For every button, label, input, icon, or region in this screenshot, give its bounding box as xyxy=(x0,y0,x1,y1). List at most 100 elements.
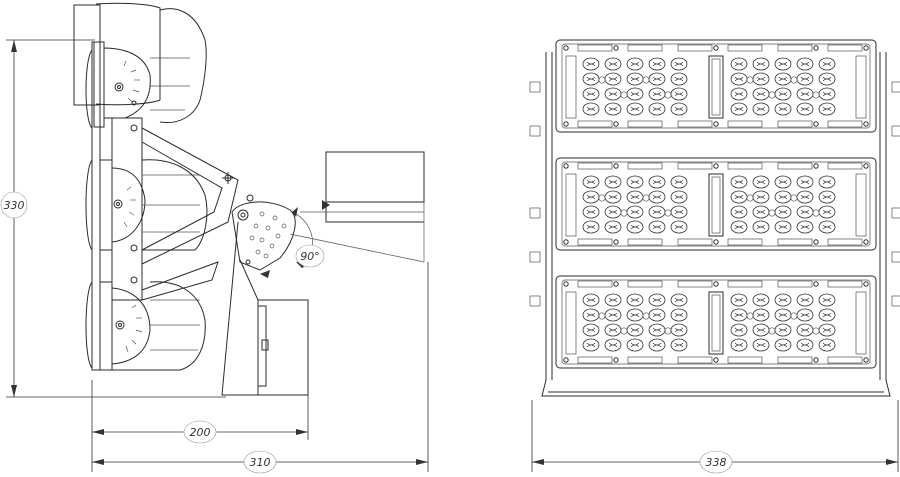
screw xyxy=(863,281,869,287)
led-lens xyxy=(752,87,770,101)
module-inner-frame xyxy=(561,279,871,365)
led-lens xyxy=(626,323,644,337)
led-lens xyxy=(582,293,600,307)
screw xyxy=(863,357,869,363)
vent-slot xyxy=(827,238,863,246)
vent-slot xyxy=(777,356,813,364)
width-dimension: 338 xyxy=(531,400,899,474)
side-strip xyxy=(855,173,867,237)
sensor-dot xyxy=(812,91,820,99)
sensor-dot xyxy=(664,327,672,335)
led-lens xyxy=(796,338,814,352)
vent-slot xyxy=(827,356,863,364)
sensor-dot xyxy=(620,91,628,99)
side-strip xyxy=(565,55,577,119)
led-lens xyxy=(752,190,770,204)
led-lens xyxy=(670,293,688,307)
module-inner-frame xyxy=(561,161,871,247)
led-lens xyxy=(582,102,600,116)
side-strip xyxy=(855,291,867,355)
led-lens xyxy=(670,190,688,204)
led-lens xyxy=(582,87,600,101)
led-lens xyxy=(818,87,836,101)
vent-slot xyxy=(777,120,813,128)
led-lens xyxy=(730,102,748,116)
led-lens xyxy=(796,57,814,71)
vent-slot xyxy=(727,120,763,128)
led-lens xyxy=(626,72,644,86)
vent-slot xyxy=(627,280,663,288)
sensor-dot xyxy=(746,76,754,84)
led-lens xyxy=(774,72,792,86)
vent-slot xyxy=(777,238,813,246)
screw xyxy=(713,357,719,363)
led-lens xyxy=(670,308,688,322)
led-lens xyxy=(648,72,666,86)
led-lens xyxy=(582,338,600,352)
driver-box xyxy=(325,151,425,262)
vent-slot xyxy=(827,162,863,170)
vent-slot xyxy=(677,356,713,364)
led-lens xyxy=(582,57,600,71)
led-lens xyxy=(670,175,688,189)
led-lens xyxy=(752,175,770,189)
led-lens xyxy=(626,87,644,101)
svg-text:200: 200 xyxy=(190,426,211,439)
led-lens xyxy=(752,57,770,71)
led-lens xyxy=(626,293,644,307)
led-lens xyxy=(582,205,600,219)
vent-slot xyxy=(777,44,813,52)
screw xyxy=(563,163,569,169)
sensor-dot xyxy=(642,194,650,202)
pivot-plate xyxy=(231,201,296,271)
led-lens xyxy=(626,205,644,219)
sensor-dot xyxy=(768,91,776,99)
vent-slot xyxy=(627,44,663,52)
led-lens xyxy=(648,190,666,204)
screw xyxy=(713,45,719,51)
side-view: 90° 330 200 310 xyxy=(0,2,429,474)
led-lens xyxy=(818,72,836,86)
led-lens xyxy=(818,190,836,204)
led-lens xyxy=(648,87,666,101)
led-lens xyxy=(604,220,622,234)
led-lens xyxy=(774,190,792,204)
led-lens xyxy=(582,190,600,204)
led-lens xyxy=(730,323,748,337)
vent-slot xyxy=(577,238,613,246)
led-lens xyxy=(604,338,622,352)
led-lens xyxy=(730,293,748,307)
bottom-module-side xyxy=(99,281,206,371)
led-lens xyxy=(818,102,836,116)
sensor-dot xyxy=(664,209,672,217)
led-lens xyxy=(582,220,600,234)
led-lens xyxy=(670,323,688,337)
front-view: 338 xyxy=(529,39,900,474)
led-lens xyxy=(752,293,770,307)
led-lens xyxy=(626,190,644,204)
led-lens xyxy=(670,220,688,234)
led-lens xyxy=(796,308,814,322)
module-frame xyxy=(555,39,877,133)
led-lens xyxy=(648,308,666,322)
vent-slot xyxy=(577,120,613,128)
screw xyxy=(613,45,619,51)
sensor-dot xyxy=(620,209,628,217)
led-lens xyxy=(670,72,688,86)
angle-label: 90° xyxy=(295,244,325,268)
sensor-dot xyxy=(790,76,798,84)
screw xyxy=(813,121,819,127)
led-lens xyxy=(626,57,644,71)
led-lens xyxy=(752,220,770,234)
led-lens xyxy=(752,338,770,352)
sensor-dot xyxy=(790,194,798,202)
led-lens xyxy=(604,293,622,307)
sensor-dot xyxy=(746,312,754,320)
led-lens xyxy=(774,175,792,189)
led-module xyxy=(555,39,877,133)
led-lens xyxy=(648,338,666,352)
led-lens xyxy=(648,102,666,116)
led-lens xyxy=(774,308,792,322)
led-lens xyxy=(730,175,748,189)
led-lens xyxy=(730,220,748,234)
